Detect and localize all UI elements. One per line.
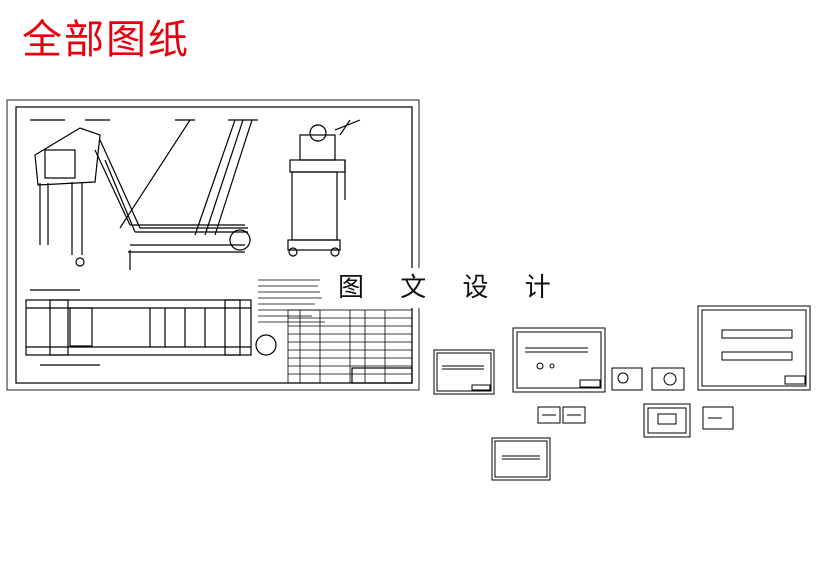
drawing-thumbnail-10[interactable] — [491, 437, 551, 481]
end-view-conveyor — [287, 119, 361, 257]
drawing-thumbnail-2[interactable] — [512, 327, 606, 393]
page-title: 全部图纸 — [22, 17, 190, 63]
drawing-thumbnail-8[interactable] — [643, 403, 691, 438]
drawing-thumbnail-4[interactable] — [651, 367, 685, 391]
watermark-label: 图 文 设 计 — [330, 268, 551, 308]
plan-view-conveyor — [25, 289, 252, 366]
drawing-thumbnail-9[interactable] — [702, 406, 734, 430]
parts-list-table — [287, 309, 413, 384]
main-assembly-drawing[interactable] — [6, 99, 420, 391]
drawing-thumbnail-3[interactable] — [611, 367, 643, 391]
technical-notes — [258, 279, 325, 323]
detail-view-circle — [255, 334, 277, 356]
drawing-thumbnail-6[interactable] — [537, 406, 561, 424]
drawing-thumbnail-5[interactable] — [697, 305, 811, 391]
drawing-thumbnail-7[interactable] — [562, 406, 586, 424]
side-view-conveyor — [30, 119, 258, 270]
drawing-thumbnail-1[interactable] — [433, 349, 495, 395]
